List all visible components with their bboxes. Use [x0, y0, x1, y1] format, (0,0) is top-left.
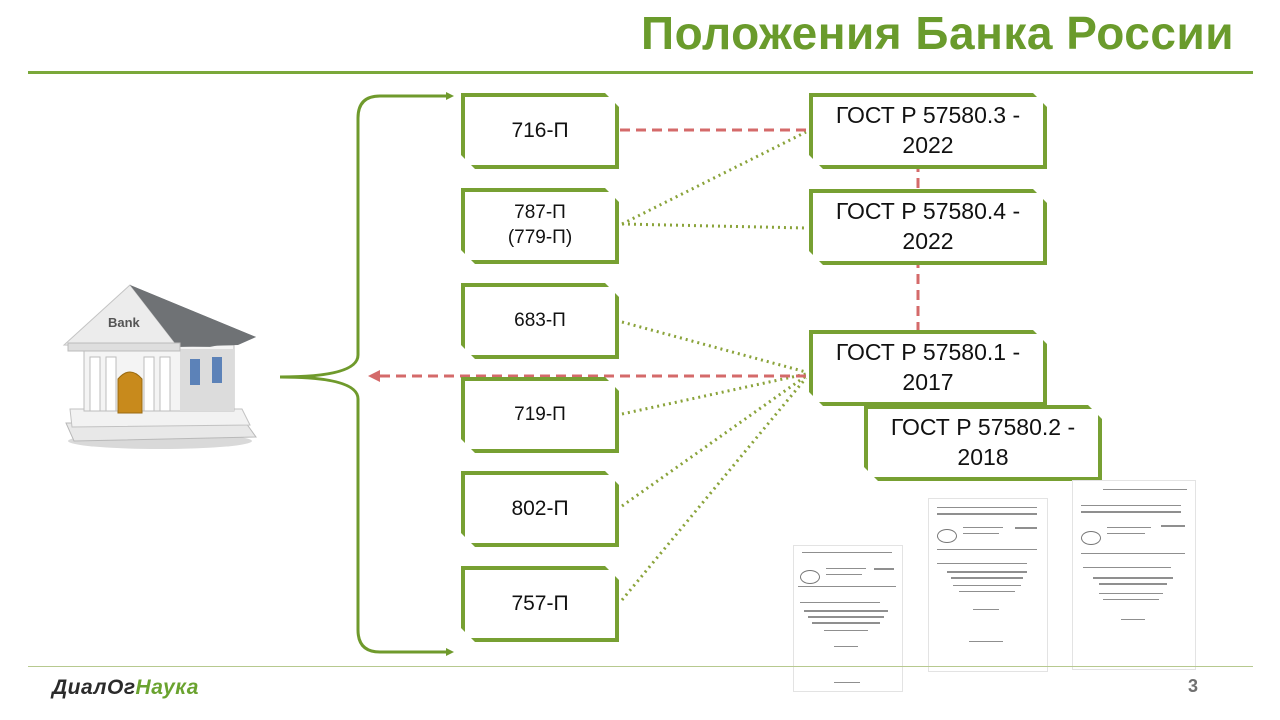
regulation-box-757: 757-П — [461, 566, 619, 642]
link-787-to-57580-4 — [621, 222, 807, 230]
regulation-box-719: 719-П — [461, 377, 619, 453]
title-divider — [28, 71, 1253, 74]
standard-box-57580-2: ГОСТ Р 57580.2 - 2018 — [864, 405, 1102, 481]
document-thumbnail — [928, 498, 1048, 672]
standard-line1: ГОСТ Р 57580.3 - — [835, 102, 1021, 129]
company-logo: ДиалОгНаука — [52, 676, 199, 700]
regulation-box-787: 787-П (779-П) — [461, 188, 619, 264]
logo-part1: ДиалОг — [52, 676, 136, 699]
standard-line2: 2022 — [902, 228, 954, 254]
regulation-box-683: 683-П — [461, 283, 619, 359]
regulation-label: 787-П — [514, 202, 566, 224]
link-802-to-57580-1 — [621, 374, 807, 508]
link-719-to-57580-1 — [621, 372, 807, 416]
link-787-to-57580-3 — [621, 130, 807, 226]
logo-part2: Наука — [135, 676, 199, 699]
regulation-box-802: 802-П — [461, 471, 619, 547]
link-757-to-57580-1 — [620, 377, 808, 601]
regulation-label: 719-П — [514, 403, 566, 425]
document-thumbnail — [793, 545, 903, 692]
standard-box-57580-3: ГОСТ Р 57580.3 - 2022 — [809, 93, 1047, 169]
standard-line1: ГОСТ Р 57580.2 - — [890, 414, 1076, 441]
standard-line1: ГОСТ Р 57580.4 - — [835, 198, 1021, 225]
regulation-sublabel: (779-П) — [507, 227, 573, 248]
link-683-to-57580-1 — [621, 320, 807, 374]
standard-line2: 2017 — [902, 369, 954, 395]
page-number: 3 — [1188, 676, 1199, 696]
standard-line1: ГОСТ Р 57580.1 - — [835, 339, 1021, 366]
standard-box-57580-1: ГОСТ Р 57580.1 - 2017 — [809, 330, 1047, 406]
regulation-label: 802-П — [511, 497, 569, 521]
footer-divider — [28, 666, 1253, 667]
standard-line2: 2022 — [902, 132, 954, 158]
page-title: Положения Банка России — [641, 7, 1234, 59]
bank-icon-label: Bank — [108, 315, 141, 330]
standard-line2: 2018 — [957, 444, 1009, 470]
document-thumbnail — [1072, 480, 1196, 670]
curly-bracket — [279, 94, 450, 654]
regulation-label: 683-П — [514, 309, 566, 331]
regulation-label: 757-П — [511, 592, 569, 616]
regulation-box-716: 716-П — [461, 93, 619, 169]
regulation-label: 716-П — [511, 119, 569, 143]
standard-box-57580-4: ГОСТ Р 57580.4 - 2022 — [809, 189, 1047, 265]
bank-icon: Bank — [62, 284, 257, 449]
